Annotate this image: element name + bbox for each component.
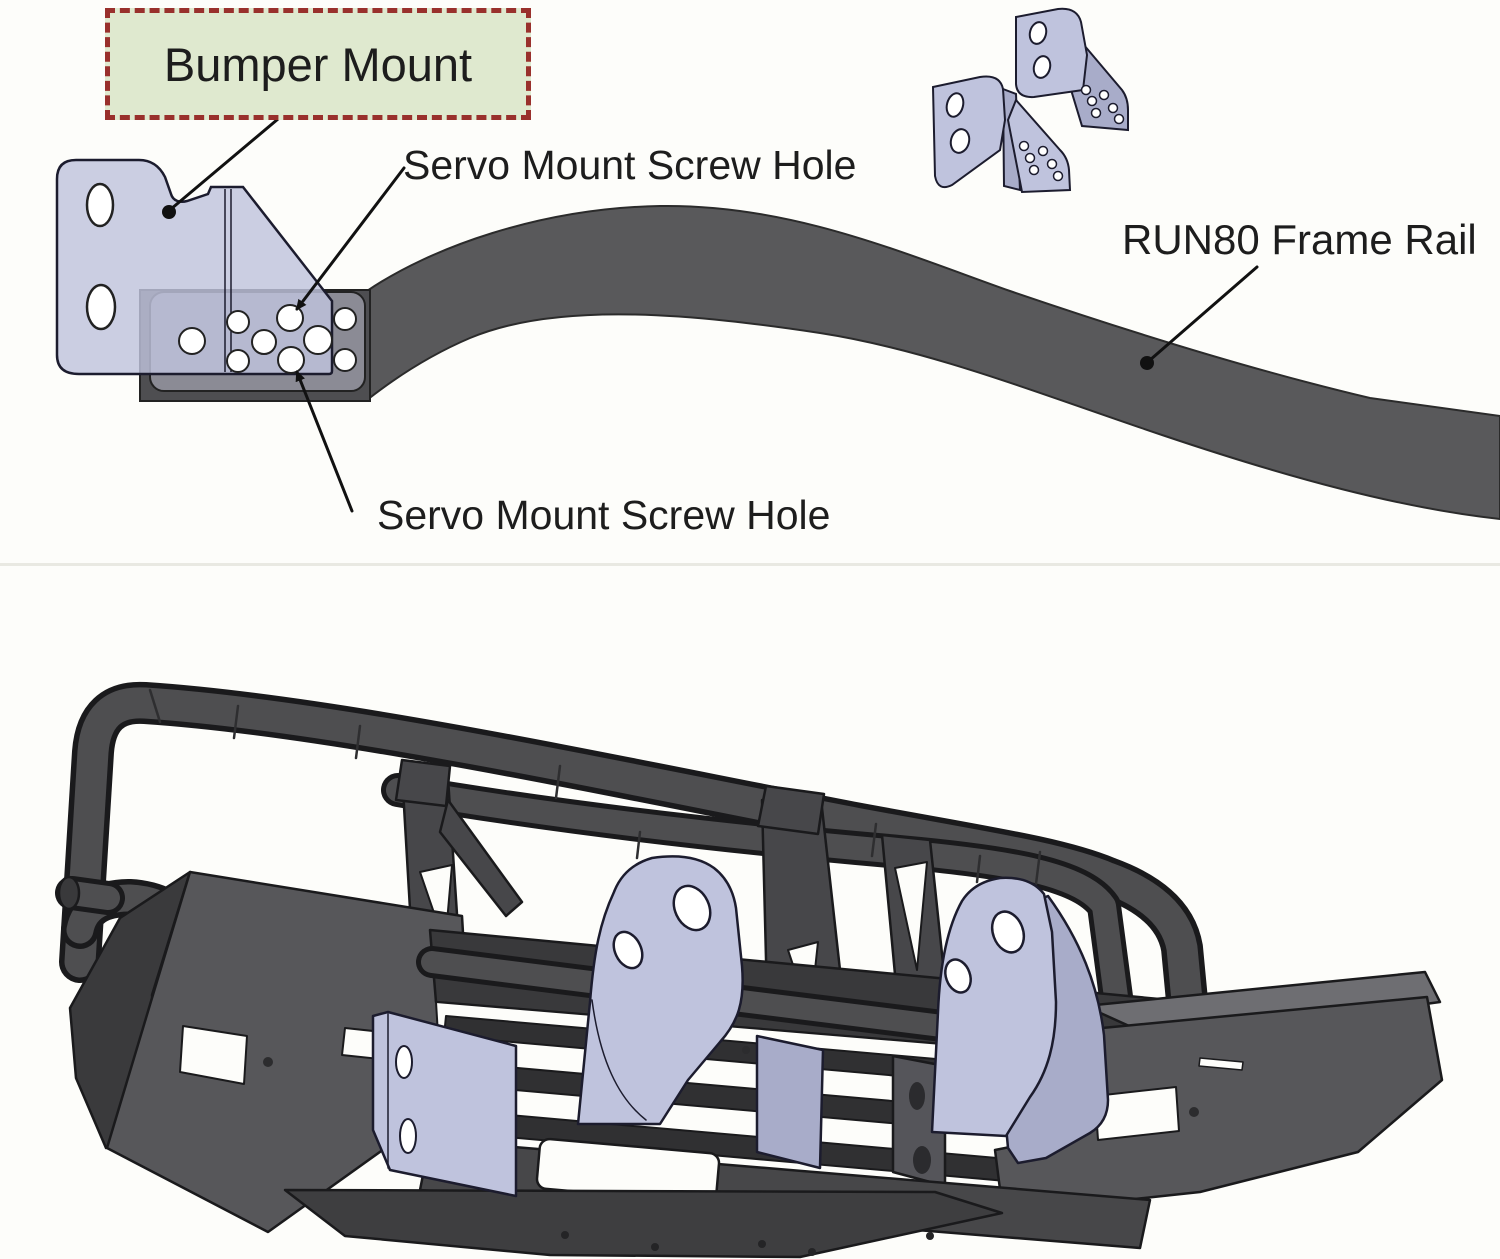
screw-hole (276, 304, 304, 332)
bracket-bolt-hole (949, 128, 971, 154)
right-wing-slot (1198, 1057, 1244, 1071)
bracket-bolt-hole (990, 910, 1026, 954)
left-winch-wall-plate (371, 1010, 518, 1198)
servo-plate-screw-holes (178, 304, 357, 374)
bracket-bolt-hole (672, 884, 712, 932)
bullbar-top-tube (64, 687, 1206, 1048)
mount-wall-hole (913, 1146, 931, 1174)
tube-joint-marks (148, 688, 1042, 886)
bracket-bolt-hole (1028, 21, 1048, 45)
mount-wall-hole (909, 1082, 925, 1110)
gusset-screw-holes (1080, 84, 1125, 125)
bracket-bolt-hole (85, 283, 117, 331)
frame-rail-band (366, 204, 1500, 521)
bracket-bolt-hole (612, 930, 644, 970)
tube-end-cap (57, 875, 81, 911)
screw-hole (178, 327, 206, 355)
loose-bracket-pair (931, 7, 1129, 194)
wall-plate-hole (395, 1045, 413, 1079)
skid-plate-holes (561, 1231, 934, 1256)
bracket-gusset (1006, 98, 1072, 194)
frame-rail-diagram (0, 7, 1500, 566)
leader-line-servo-top (295, 166, 406, 311)
right-winch-wall-plate (755, 1034, 825, 1170)
bracket-bolt-hole (944, 958, 972, 994)
loose-bracket-right (1015, 7, 1129, 132)
upright-center-clamp (756, 784, 826, 836)
loose-bracket-left (931, 75, 1072, 194)
bumper-mount-bracket (55, 158, 334, 376)
bullbar-middle-tube (386, 778, 1130, 1024)
servo-screw-hole-label-top: Servo Mount Screw Hole (403, 142, 857, 188)
screw-hole (226, 349, 250, 373)
upright-left-clamp (394, 758, 452, 808)
bracket-bolt-hole (1032, 55, 1052, 79)
frame-rail-label: RUN80 Frame Rail (1122, 216, 1477, 263)
callout-dot (1140, 356, 1154, 370)
upright-cutout (894, 861, 928, 971)
leader-line-bumper-mount (169, 117, 280, 211)
bumper-3d-render (55, 681, 1444, 1259)
gusset-screw-holes (1018, 140, 1064, 182)
upright-left-brace (438, 798, 524, 918)
recess-hole (742, 1046, 750, 1054)
left-wing-hole (263, 1057, 273, 1067)
bracket-bolt-hole (85, 182, 115, 228)
callout-dot (162, 205, 176, 219)
servo-screw-hole-label-bottom: Servo Mount Screw Hole (377, 492, 831, 538)
left-fog-cutout (179, 1025, 248, 1085)
bumper-mount-label-box: Bumper Mount (105, 8, 531, 120)
screw-hole (333, 307, 357, 331)
right-wing-hole (1189, 1107, 1199, 1117)
screw-hole (303, 325, 333, 355)
skid-plate (283, 1188, 1004, 1259)
screw-hole (251, 329, 277, 355)
bumper-mount-label: Bumper Mount (163, 37, 473, 91)
leader-line-frame-rail (1148, 265, 1259, 362)
screw-hole (333, 348, 357, 372)
bracket-face (931, 75, 1007, 189)
left-mount-bracket-bend (591, 999, 647, 1121)
screw-hole (277, 346, 305, 374)
bracket-face (1015, 7, 1089, 99)
right-mount-bracket-face (930, 876, 1058, 1138)
leader-line-servo-bottom (295, 370, 354, 513)
bracket-bolt-hole (945, 92, 965, 118)
section-divider (0, 563, 1500, 566)
screw-hole (226, 310, 250, 334)
wall-plate-hole (399, 1118, 417, 1154)
